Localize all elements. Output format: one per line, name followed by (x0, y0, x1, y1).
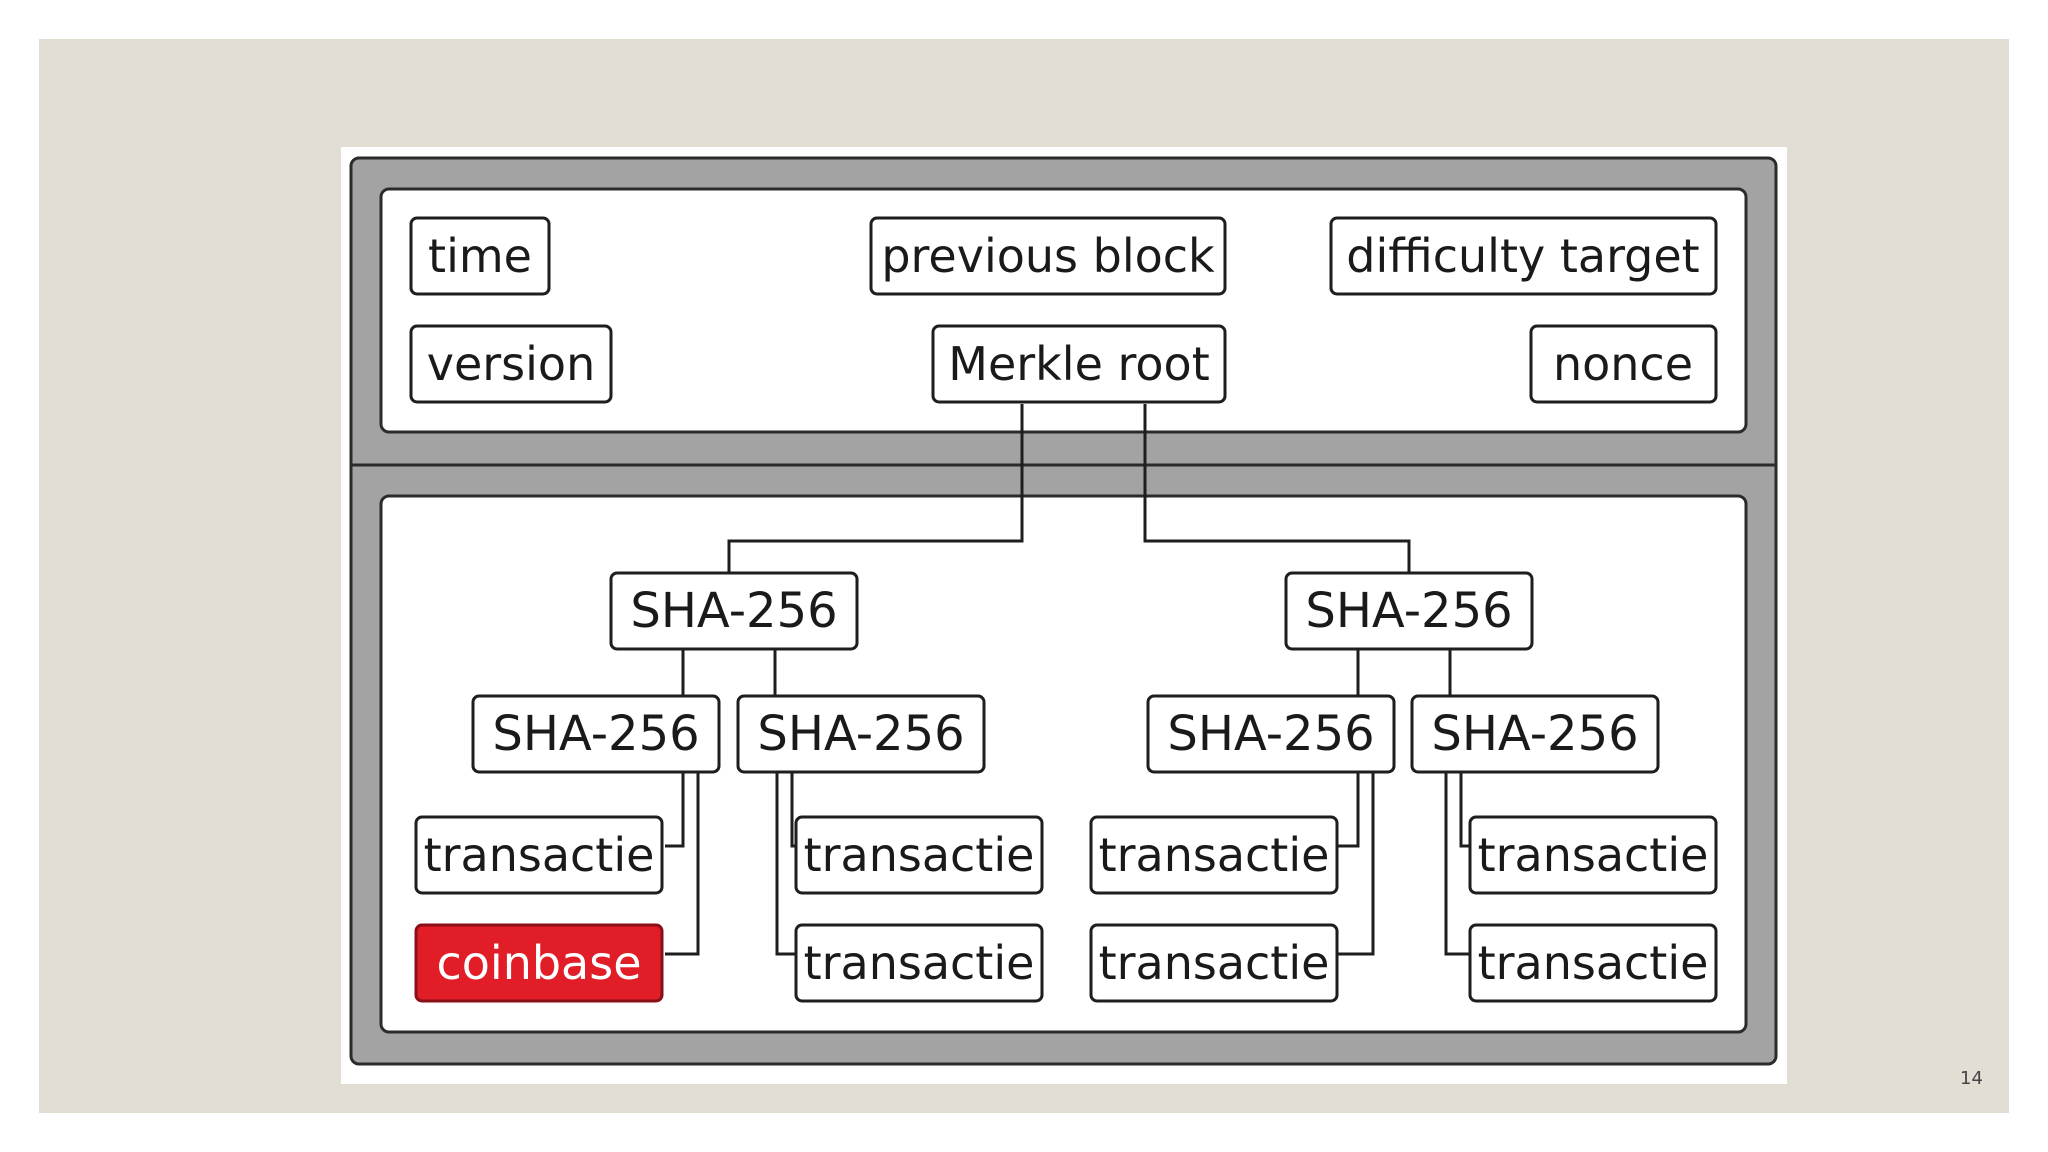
field-merkle-root-label: Merkle root (948, 337, 1209, 391)
connector-rl-tx2 (1337, 771, 1375, 956)
hash-node-label: SHA-256 (492, 706, 699, 762)
hash-node-l2-left-left: SHA-256 (471, 694, 721, 774)
transaction-leaf: transactie (1089, 815, 1339, 895)
transaction-label: transactie (1099, 936, 1330, 990)
hash-node-label: SHA-256 (1305, 583, 1512, 639)
field-time: time (409, 216, 551, 296)
block-structure-diagram: time previous block difficulty target ve… (341, 147, 1787, 1084)
transaction-leaf: transactie (794, 815, 1044, 895)
hash-node-label: SHA-256 (630, 583, 837, 639)
transaction-leaf: transactie (1468, 923, 1718, 1003)
diagram-canvas: time previous block difficulty target ve… (349, 156, 1778, 1066)
connector-root-left (727, 404, 1024, 573)
hash-node-l2-right-right: SHA-256 (1410, 694, 1660, 774)
transaction-leaf: transactie (794, 923, 1044, 1003)
transaction-label: transactie (424, 828, 655, 882)
transaction-label: transactie (804, 936, 1035, 990)
field-merkle-root: Merkle root (931, 324, 1227, 404)
connector-rr-tx1 (1459, 771, 1470, 848)
hash-node-l2-right-left: SHA-256 (1146, 694, 1396, 774)
connector-ll-tx (665, 771, 685, 848)
transaction-label: transactie (1478, 936, 1709, 990)
field-version: version (409, 324, 613, 404)
field-difficulty-target: difficulty target (1329, 216, 1718, 296)
transaction-leaf: transactie (1468, 815, 1718, 895)
hash-node-label: SHA-256 (757, 706, 964, 762)
field-version-label: version (427, 337, 595, 391)
slide: time previous block difficulty target ve… (39, 39, 2009, 1113)
field-previous-block: previous block (869, 216, 1227, 296)
hash-node-l2-left-right: SHA-256 (736, 694, 986, 774)
field-previous-block-label: previous block (881, 229, 1215, 283)
transaction-leaf: transactie (414, 815, 664, 895)
field-nonce-label: nonce (1553, 337, 1693, 391)
transaction-label: transactie (1478, 828, 1709, 882)
transaction-label: transactie (1099, 828, 1330, 882)
coinbase-leaf: coinbase (414, 923, 664, 1003)
merkle-tree-connectors (665, 404, 1470, 956)
connector-rl-tx1 (1337, 771, 1360, 848)
transaction-label: transactie (804, 828, 1035, 882)
field-time-label: time (428, 229, 532, 283)
field-nonce: nonce (1529, 324, 1718, 404)
field-difficulty-target-label: difficulty target (1346, 229, 1699, 283)
page-number: 14 (1960, 1068, 1983, 1089)
hash-node-l1-right: SHA-256 (1284, 571, 1534, 651)
hash-node-l1-left: SHA-256 (609, 571, 859, 651)
coinbase-label: coinbase (436, 936, 641, 990)
hash-node-label: SHA-256 (1431, 706, 1638, 762)
connector-rr-tx2 (1444, 771, 1470, 956)
connector-ll-coinbase (665, 771, 700, 956)
connector-lr-tx2 (775, 771, 797, 956)
connector-root-right (1143, 404, 1411, 573)
hash-node-label: SHA-256 (1167, 706, 1374, 762)
transaction-leaf: transactie (1089, 923, 1339, 1003)
